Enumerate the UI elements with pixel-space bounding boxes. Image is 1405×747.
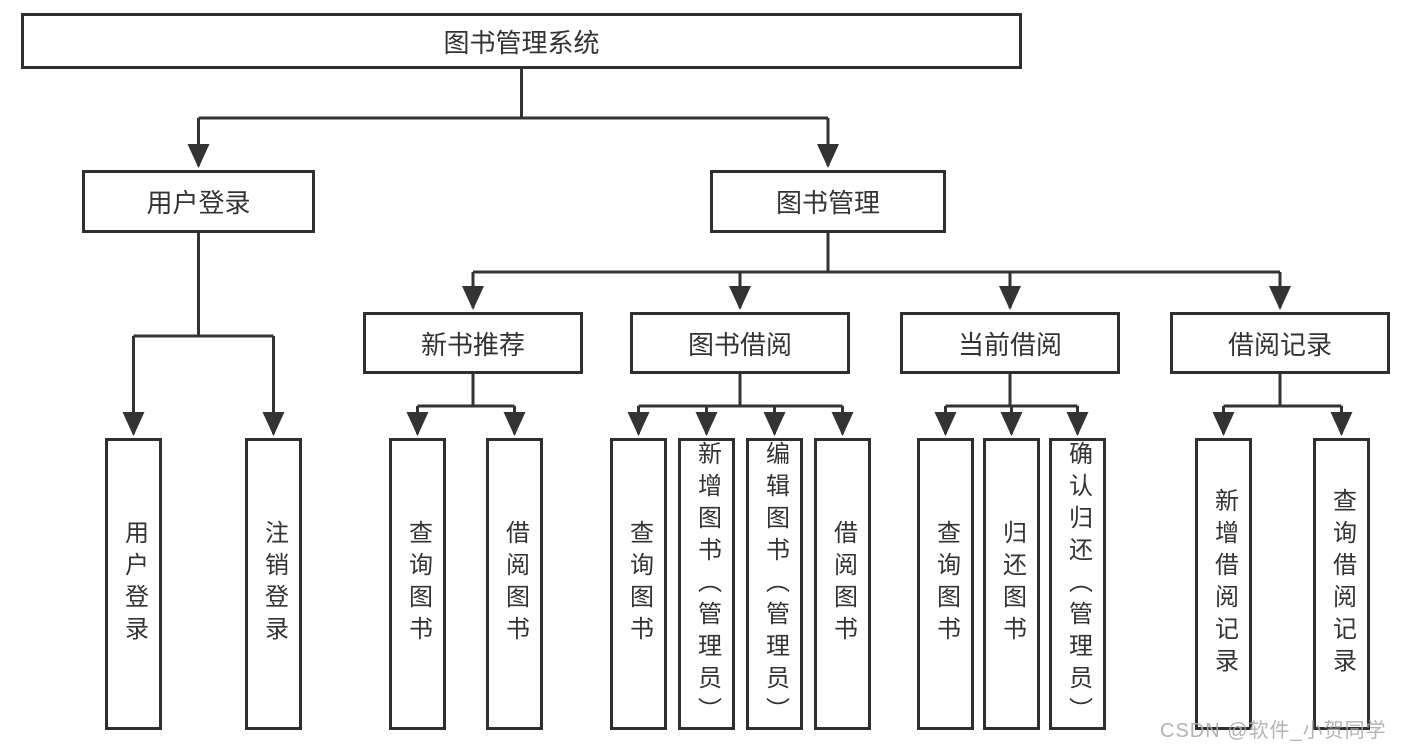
leaf-borrow-books: 借阅图书 [486, 438, 543, 730]
leaf-label: 借阅图书 [501, 520, 529, 648]
leaf-add-borrow-record: 新增借阅记录 [1195, 438, 1252, 730]
node-new-book-recommendation: 新书推荐 [363, 312, 583, 374]
leaf-label: 借阅图书 [829, 520, 857, 648]
leaf-label: 归还图书 [998, 520, 1026, 648]
leaf-label: 新增借阅记录 [1210, 488, 1238, 680]
leaf-label: 查询图书 [625, 520, 653, 648]
leaf-return-books: 归还图书 [983, 438, 1040, 730]
leaf-query-borrow-record: 查询借阅记录 [1313, 438, 1370, 730]
leaf-label: 确认归还（管理员） [1064, 441, 1092, 729]
leaf-label: 查询借阅记录 [1328, 488, 1356, 680]
node-current-borrowing: 当前借阅 [900, 312, 1120, 374]
node-library-management-system: 图书管理系统 [21, 13, 1022, 69]
leaf-user-login: 用户登录 [105, 438, 162, 730]
csdn-watermark: CSDN @软件_小贺同学 [1160, 720, 1387, 742]
leaf-label: 注销登录 [260, 520, 288, 648]
leaf-add-books-admin: 新增图书（管理员） [678, 438, 735, 730]
leaf-borrow-books: 借阅图书 [814, 438, 871, 730]
leaf-label: 查询图书 [404, 520, 432, 648]
leaf-confirm-return-admin: 确认归还（管理员） [1049, 438, 1106, 730]
leaf-query-books: 查询图书 [917, 438, 974, 730]
node-borrowing-records: 借阅记录 [1170, 312, 1390, 374]
leaf-label: 新增图书（管理员） [693, 441, 721, 729]
leaf-edit-books-admin: 编辑图书（管理员） [746, 438, 803, 730]
leaf-label: 查询图书 [932, 520, 960, 648]
leaf-logout: 注销登录 [245, 438, 302, 730]
leaf-query-books: 查询图书 [389, 438, 446, 730]
node-book-management: 图书管理 [710, 170, 946, 233]
node-book-borrowing: 图书借阅 [630, 312, 850, 374]
leaf-label: 编辑图书（管理员） [761, 441, 789, 729]
node-user-login: 用户登录 [82, 170, 315, 233]
leaf-query-books: 查询图书 [610, 438, 667, 730]
leaf-label: 用户登录 [120, 520, 148, 648]
